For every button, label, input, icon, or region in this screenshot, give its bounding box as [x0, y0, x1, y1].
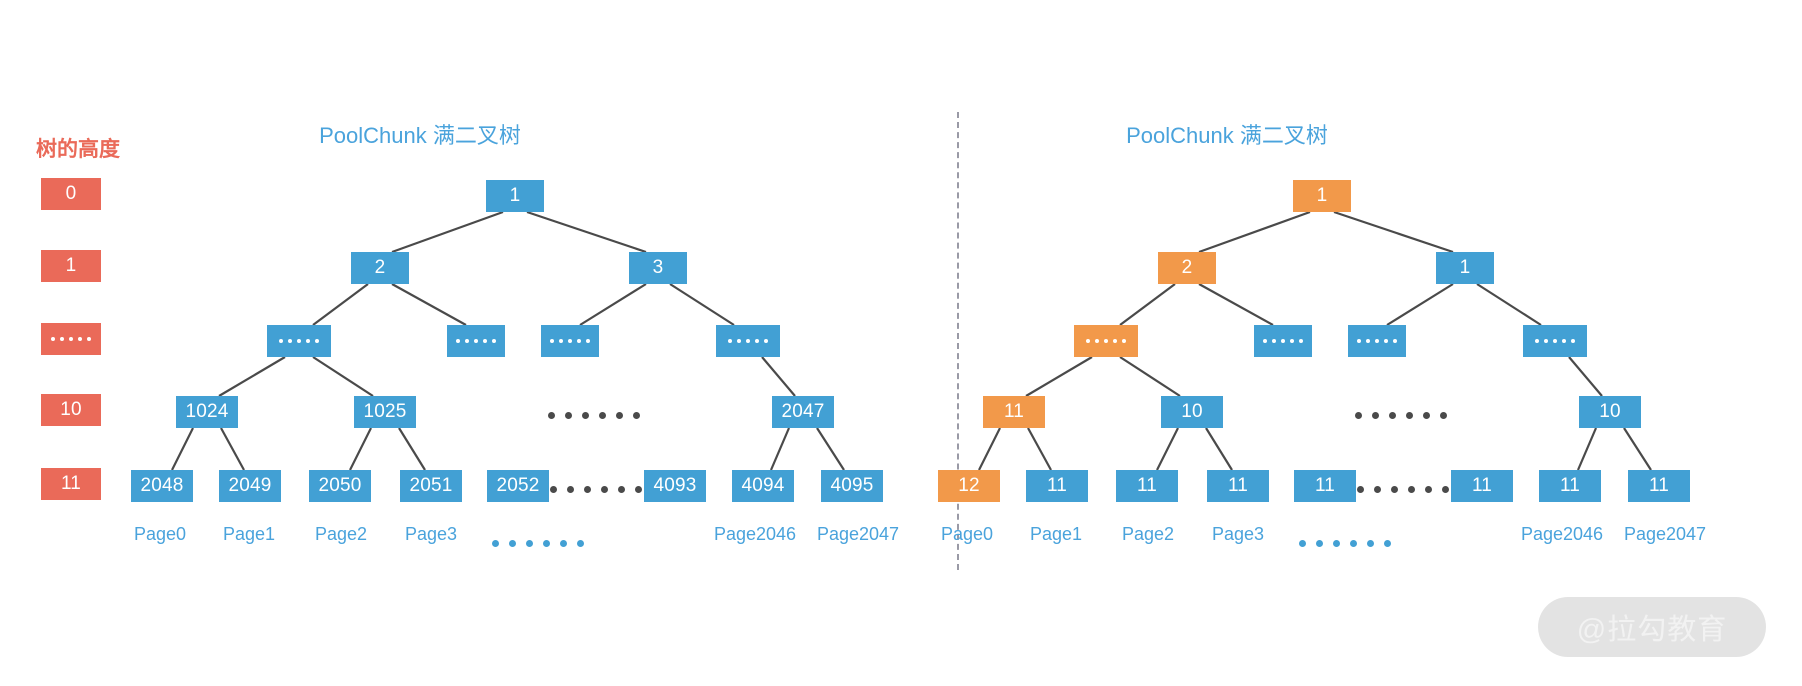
left-tree-leaf-node: 2048 [131, 470, 193, 502]
right-tree-leaf-node: 12 [938, 470, 1000, 502]
right-tree-leaf-ellipsis [1352, 486, 1454, 493]
tree-height-box: 1 [41, 250, 101, 282]
right-tree-page-ellipsis [1294, 540, 1396, 547]
right-tree-node-level1: 2 [1158, 252, 1216, 284]
left-tree-node-root: 1 [486, 180, 544, 212]
right-tree-node-root: 1 [1293, 180, 1351, 212]
right-tree-leaf-node: 11 [1539, 470, 1601, 502]
tree-height-box [41, 323, 101, 355]
left-tree-page-label: Page2046 [713, 524, 797, 544]
right-tree-page-label: Page3 [1211, 524, 1265, 544]
right-tree-leaf-node: 11 [1116, 470, 1178, 502]
right-tree-node-level2 [1348, 325, 1406, 357]
watermark: @拉勾教育 [1538, 597, 1766, 657]
left-tree-leaf-node: 2052 [487, 470, 549, 502]
left-tree-node-level2 [541, 325, 599, 357]
left-tree-page-label: Page1 [222, 524, 276, 544]
left-tree-leaf-node: 2051 [400, 470, 462, 502]
right-tree-level3-ellipsis [1350, 412, 1452, 419]
left-tree-title: PoolChunk 满二叉树 [319, 123, 521, 148]
right-tree-title: PoolChunk 满二叉树 [1126, 123, 1328, 148]
right-tree-leaf-node: 11 [1628, 470, 1690, 502]
right-tree-node-level3: 11 [983, 396, 1045, 428]
right-tree-leaf-node: 11 [1294, 470, 1356, 502]
left-tree-node-level2 [716, 325, 780, 357]
vertical-divider [957, 112, 959, 570]
left-tree-node-level3: 1025 [354, 396, 416, 428]
left-tree-node-level2 [447, 325, 505, 357]
right-tree-node-level1: 1 [1436, 252, 1494, 284]
left-tree-page-ellipsis [487, 540, 589, 547]
right-tree-page-label: Page0 [940, 524, 994, 544]
left-tree-page-label: Page0 [133, 524, 187, 544]
right-tree-leaf-node: 11 [1026, 470, 1088, 502]
left-tree-page-label: Page2047 [816, 524, 900, 544]
left-tree-node-level2 [267, 325, 331, 357]
right-tree-node-level3: 10 [1579, 396, 1641, 428]
right-tree-node-level2 [1074, 325, 1138, 357]
tree-height-title: 树的高度 [36, 138, 120, 161]
left-tree-page-label: Page3 [404, 524, 458, 544]
right-tree-leaf-node: 11 [1451, 470, 1513, 502]
left-tree-level3-ellipsis [543, 412, 645, 419]
left-tree-node-level3: 2047 [772, 396, 834, 428]
right-tree-page-label: Page2 [1121, 524, 1175, 544]
left-tree-page-label: Page2 [314, 524, 368, 544]
tree-height-box: 11 [41, 468, 101, 500]
left-tree-node-level1: 3 [629, 252, 687, 284]
left-tree-leaf-node: 2050 [309, 470, 371, 502]
tree-height-box: 10 [41, 394, 101, 426]
right-tree-node-level3: 10 [1161, 396, 1223, 428]
right-tree-node-level2 [1523, 325, 1587, 357]
left-tree-leaf-node: 4093 [644, 470, 706, 502]
left-tree-node-level3: 1024 [176, 396, 238, 428]
right-tree-page-label: Page1 [1029, 524, 1083, 544]
left-tree-node-level1: 2 [351, 252, 409, 284]
right-tree-page-label: Page2046 [1520, 524, 1604, 544]
right-tree-node-level2 [1254, 325, 1312, 357]
left-tree-leaf-node: 4094 [732, 470, 794, 502]
right-tree-leaf-node: 11 [1207, 470, 1269, 502]
tree-height-box: 0 [41, 178, 101, 210]
right-tree-page-label: Page2047 [1623, 524, 1707, 544]
left-tree-leaf-node: 2049 [219, 470, 281, 502]
left-tree-leaf-ellipsis [545, 486, 647, 493]
left-tree-leaf-node: 4095 [821, 470, 883, 502]
